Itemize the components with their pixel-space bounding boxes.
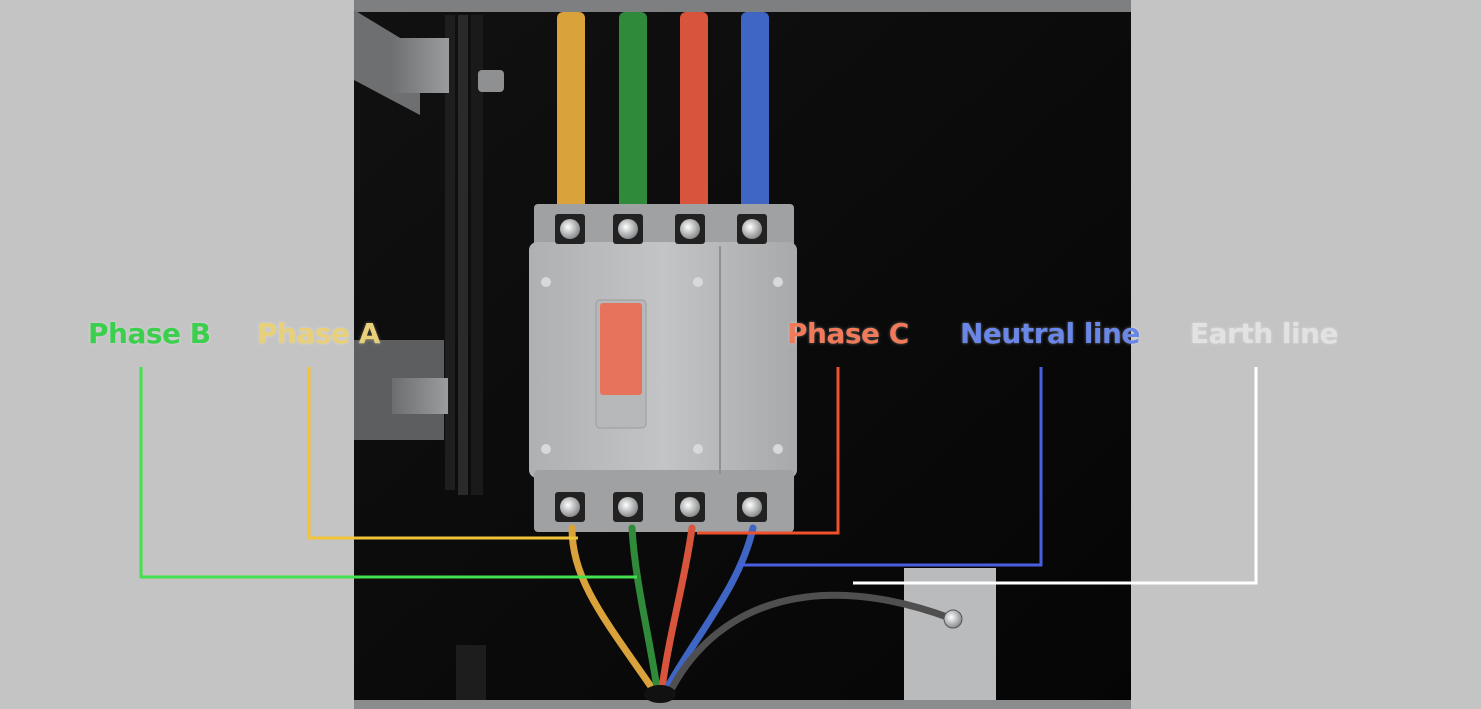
bottom-terminal-screws [555, 492, 767, 522]
leader-line-phase-a [307, 367, 578, 540]
label-phase-b: Phase B [88, 317, 211, 350]
outgoing-wire-phase-b [628, 524, 661, 692]
incoming-cable-phase-b [619, 12, 647, 217]
label-phase-a: Phase A [257, 317, 380, 350]
leader-lines [139, 367, 1258, 585]
busbar-mounting-rails [354, 10, 504, 700]
top-terminal-screws [555, 214, 767, 244]
incoming-cables [557, 12, 769, 217]
leader-line-phase-c [697, 367, 840, 535]
leader-line-earth [853, 367, 1258, 585]
outgoing-wire-phase-c [658, 524, 696, 692]
leader-line-neutral [738, 367, 1043, 567]
label-earth-line: Earth line [1190, 317, 1339, 350]
incoming-cable-neutral [741, 12, 769, 217]
outgoing-wire-earth [668, 591, 954, 692]
outgoing-wires [568, 524, 963, 703]
outgoing-wire-phase-a [568, 524, 656, 692]
breaker-toggle-lever [600, 303, 642, 395]
label-phase-c: Phase C [787, 317, 909, 350]
incoming-cable-phase-a [557, 12, 585, 217]
earth-terminal-screw [943, 609, 963, 629]
label-neutral-line: Neutral line [960, 317, 1140, 350]
incoming-cable-phase-c [680, 12, 708, 217]
leader-line-phase-b [139, 367, 637, 579]
circuit-breaker [529, 204, 797, 532]
earth-mounting-plate [904, 568, 996, 700]
outgoing-wire-neutral [663, 524, 757, 692]
